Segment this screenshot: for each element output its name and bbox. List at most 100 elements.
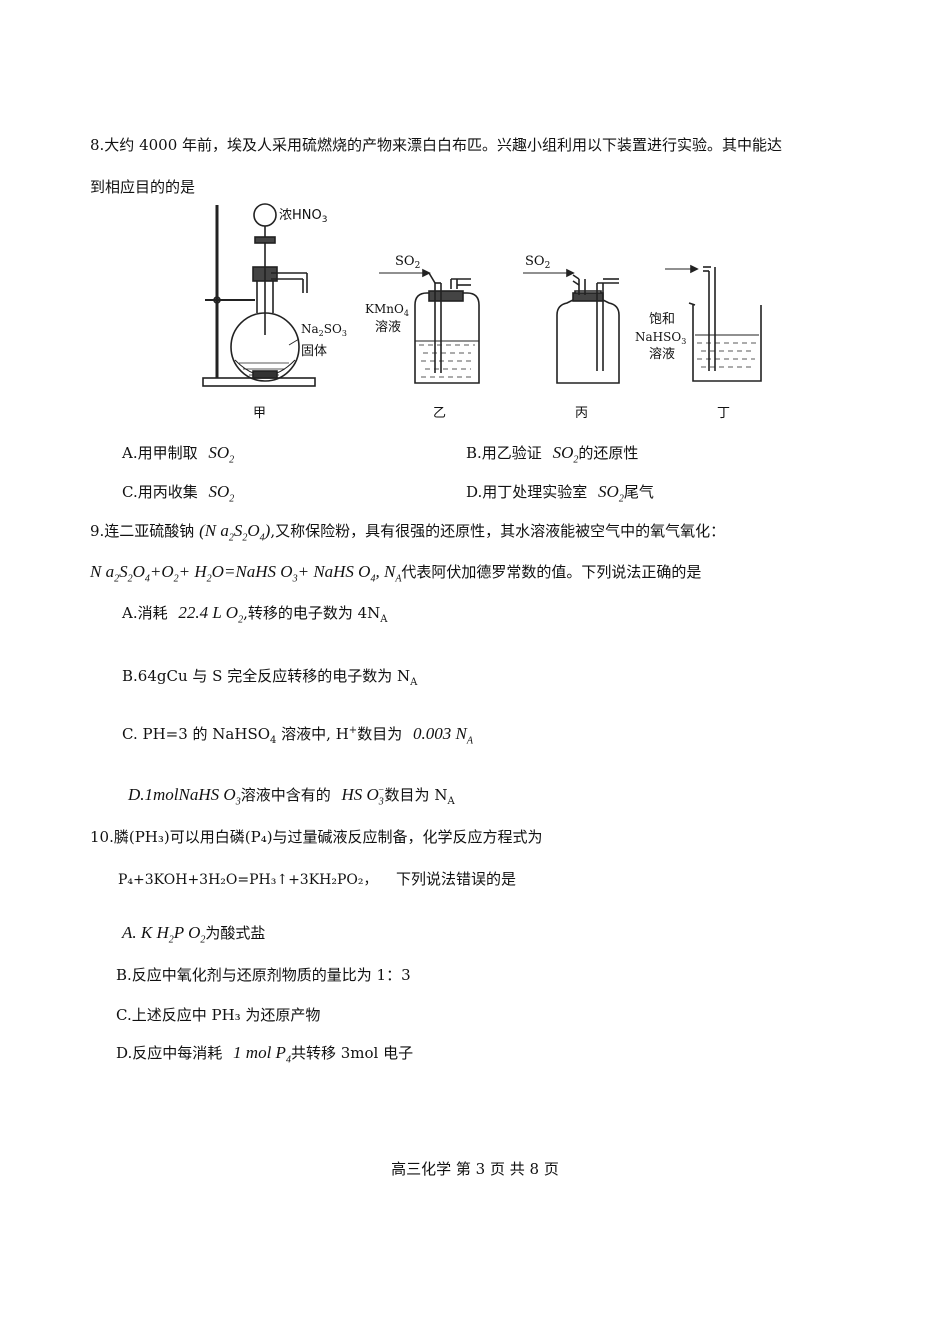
formula-sub-2: 2 (229, 493, 235, 505)
formula-so: SO (552, 443, 574, 462)
q8-option-b-text: B.用乙验证 (466, 444, 542, 462)
q10-equation: P₄+3KOH+3H₂O=PH₃↑+3KH₂PO₂， (118, 872, 378, 888)
formula-so: SO (208, 443, 230, 462)
svg-text:SO2: SO2 (525, 254, 550, 271)
svg-text:浓HNO3: 浓HNO3 (279, 208, 327, 225)
formula-sub-2: 2 (573, 454, 579, 466)
q8-option-d-tail: 尾气 (623, 483, 654, 501)
q9-option-c-sup: + (348, 725, 358, 736)
q9-option-d-formula-a: D.1molNaHS O3 (128, 785, 241, 808)
q9-option-c-text-a: C. PH=3 的 NaHSO (122, 725, 271, 743)
q9-stem-a: 9.连二亚硫酸钠 (90, 522, 195, 540)
yi-reagent-label: KMnO (365, 302, 404, 316)
q9-option-a-tail: ,转移的电子数为 4N (243, 604, 381, 622)
q10-option-b[interactable]: B.反应中氧化剂与还原剂物质的量比为 1：3 (116, 966, 411, 984)
q8-option-b[interactable]: B.用乙验证 SO2的还原性 (466, 442, 639, 466)
q9-option-a-text: A.消耗 (122, 604, 168, 622)
ding-saturated-label: 饱和 (649, 312, 675, 327)
yi-solution-label: 溶液 (375, 320, 401, 335)
q9-option-d-number: .1 (140, 785, 154, 804)
q10-option-d-formula: 1 mol P4 (233, 1043, 291, 1066)
q9-option-d-formula-b: HS O3− (341, 785, 385, 808)
q9-option-c-text-c: 数目为 (357, 725, 403, 743)
apparatus-ding: 饱和 NaHSO3 溶液 丁 (635, 264, 762, 421)
yi-reagent-sub: 4 (404, 309, 409, 318)
q10-option-d-text: D.反应中每消耗 (116, 1044, 223, 1062)
label-ding: 丁 (717, 406, 730, 421)
ding-reagent-label: NaHSO (635, 330, 681, 344)
q9-option-b[interactable]: B.64gCu 与 S 完全反应转移的电子数为 NA (122, 665, 418, 688)
apparatus-yi: SO2 KMnO4 溶液 乙 (365, 254, 480, 421)
q8-option-d-formula: SO2 (598, 482, 624, 505)
q9-stem-b: ,又称保险粉，具有很强的还原性，其水溶液能被空气中的氧气氧化： (270, 522, 726, 540)
q10-option-d[interactable]: D.反应中每消耗 1 mol P4共转移 3mol 电子 (116, 1042, 414, 1066)
q9-equation-line: N a2S2O4+O2+ H2O=NaHS O3+ NaHS O4, NA代表阿… (90, 561, 702, 585)
jia-reagent-top-sub: 3 (322, 215, 328, 225)
label-bing: 丙 (575, 406, 588, 421)
q9-option-b-sub: A (410, 677, 418, 688)
svg-text:KMnO4: KMnO4 (365, 302, 409, 318)
page-footer: 高三化学 第 3 页 共 8 页 (391, 1160, 559, 1178)
q8-option-d-text: D.用丁处理实验室 (466, 483, 588, 501)
svg-text:SO2: SO2 (395, 254, 420, 271)
q9-compound-formula: (N a2S2O4) (199, 521, 271, 544)
q8-option-b-formula: SO2 (552, 443, 579, 466)
svg-text:Na2SO3: Na2SO3 (301, 322, 347, 338)
q9-option-c-formula: 0.003 NA (412, 724, 473, 747)
bing-gas-sub: 2 (545, 261, 551, 271)
q9-equation-tail: 代表阿伏加德罗常数的值。下列说法正确的是 (401, 563, 702, 581)
q8-apparatus-figure: 浓HNO3 Na2SO3 固体 甲 SO2 KMn (195, 195, 765, 423)
formula-sub-2: 2 (618, 493, 624, 505)
apparatus-jia: 浓HNO3 Na2SO3 固体 甲 (202, 203, 347, 421)
svg-text:NaHSO3: NaHSO3 (635, 330, 686, 346)
bing-gas-label: SO (525, 254, 545, 269)
q9-option-a-formula: 22.4 L O2 (178, 603, 244, 626)
q9-option-d-text: 溶液中含有的 (240, 786, 331, 804)
formula-so: SO (208, 482, 230, 501)
apparatus-bing: SO2 丙 (523, 254, 620, 421)
q9-option-a-sub: A (380, 614, 388, 625)
q9-option-c-sub: 4 (270, 735, 277, 746)
q9-option-d-sub: A (447, 796, 455, 807)
q8-option-a-text: A.用甲制取 (122, 444, 198, 462)
q8-option-b-tail: 的还原性 (578, 444, 639, 462)
q8-option-c-formula: SO2 (208, 482, 235, 505)
jia-solid-b-sub: 3 (342, 329, 347, 338)
ding-solution-label: 溶液 (649, 347, 675, 362)
yi-gas-sub: 2 (415, 261, 421, 271)
label-yi: 乙 (433, 406, 446, 421)
ding-reagent-sub: 3 (681, 337, 686, 346)
q9-stem-line1: 9.连二亚硫酸钠 (N a2S2O4),又称保险粉，具有很强的还原性，其水溶液能… (90, 520, 726, 544)
q10-option-a-tail: 为酸式盐 (205, 924, 266, 942)
jia-solid-b: SO (324, 322, 342, 336)
q9-option-c-number: 0.003 (412, 724, 452, 743)
q9-option-c-text-b: 溶液中, H (276, 725, 349, 743)
q9-equation: N a2S2O4+O2+ H2O=NaHS O3+ NaHS O4, NA (90, 562, 402, 585)
q10-stem-line1: 10.膦(PH₃)可以用白磷(P₄)与过量碱液反应制备，化学反应方程式为 (90, 828, 543, 846)
q8-option-d[interactable]: D.用丁处理实验室 SO2尾气 (466, 481, 654, 505)
q9-option-c[interactable]: C. PH=3 的 NaHSO4 溶液中, H+数目为 0.003 NA (122, 723, 473, 747)
q10-option-a[interactable]: A. K H2P O2为酸式盐 (122, 922, 266, 945)
jia-solid-a: Na (301, 322, 319, 336)
q9-option-d-tail: 数目为 N (384, 786, 448, 804)
q9-option-a[interactable]: A.消耗 22.4 L O2,转移的电子数为 4NA (122, 602, 388, 626)
q10-equation-line: P₄+3KOH+3H₂O=PH₃↑+3KH₂PO₂， 下列说法错误的是 (118, 868, 516, 891)
q10-option-d-tail: 共转移 3mol 电子 (290, 1044, 414, 1062)
label-jia: 甲 (253, 406, 266, 421)
yi-gas-label: SO (395, 254, 415, 269)
q10-option-c[interactable]: C.上述反应中 PH₃ 为还原产物 (116, 1006, 321, 1024)
q9-option-b-text: B.64gCu 与 S 完全反应转移的电子数为 N (122, 667, 411, 685)
formula-so: SO (598, 482, 619, 501)
q9-option-d[interactable]: D.1molNaHS O3溶液中含有的 HS O3−数目为 NA (128, 784, 455, 808)
jia-solid-a-sub: 2 (319, 329, 324, 338)
q8-stem-line1: 8.大约 4000 年前，埃及人采用硫燃烧的产物来漂白白布匹。兴趣小组利用以下装… (90, 136, 783, 154)
jia-solid-label: 固体 (301, 344, 327, 359)
q8-option-a[interactable]: A.用甲制取 SO2 (122, 442, 235, 466)
q9-option-a-number: 22.4 (178, 603, 209, 622)
jia-reagent-top-label: 浓HNO (279, 208, 322, 223)
q8-option-c-text: C.用丙收集 (122, 483, 198, 501)
q8-stem-line2: 到相应目的的是 (90, 178, 196, 196)
q8-option-c[interactable]: C.用丙收集 SO2 (122, 481, 235, 505)
q8-option-a-formula: SO2 (208, 443, 235, 466)
formula-sub-2: 2 (229, 454, 235, 466)
